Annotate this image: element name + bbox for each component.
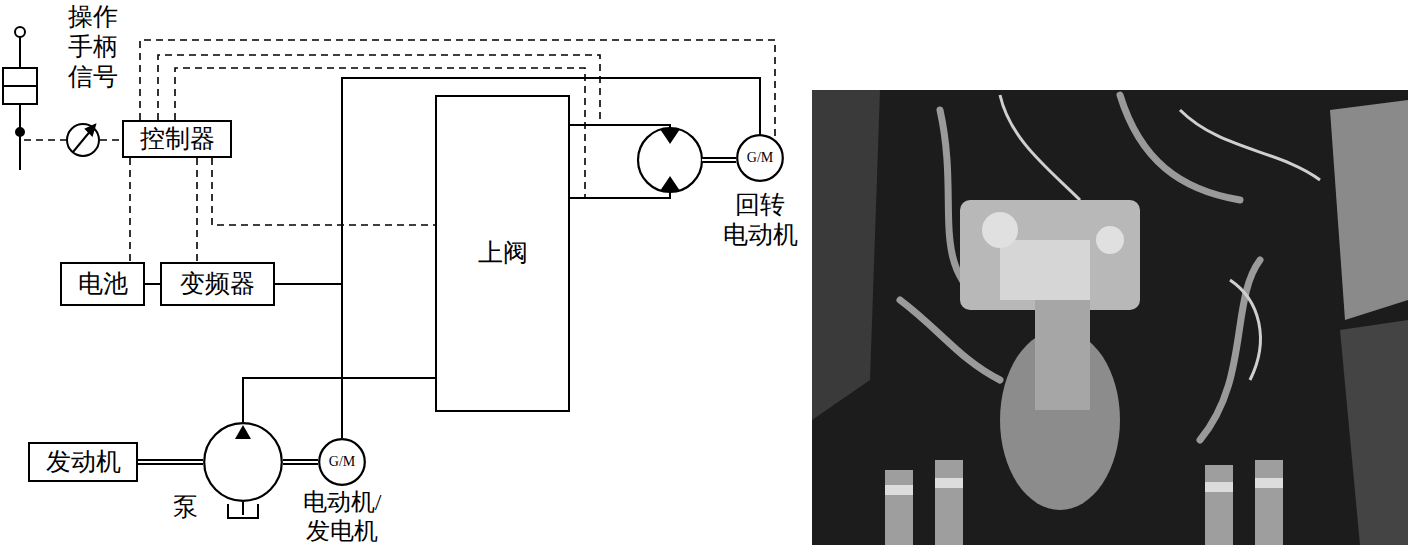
shaft-line [138, 459, 203, 465]
shaft-core [283, 461, 318, 463]
battery-box: 电池 [60, 262, 145, 306]
signal-line [196, 158, 198, 262]
part-name: 泵 [169, 492, 201, 522]
node-label: 变频器 [180, 270, 255, 299]
node-label: G/M [747, 150, 773, 166]
inverter-box: 变频器 [160, 262, 275, 306]
motor-shaft [702, 160, 736, 161]
circle-border [319, 439, 365, 485]
hydraulic-motor-symbol [638, 128, 702, 192]
signal-line [212, 158, 435, 225]
part-name: 回转 电动机 [710, 190, 810, 250]
shaft-line [283, 459, 318, 465]
node-label: 上阀 [478, 239, 528, 268]
signal-label: 操作 手柄 信号 [68, 2, 124, 92]
pump-arrow [235, 425, 251, 439]
circle-border [204, 423, 282, 501]
power-line [275, 284, 342, 438]
part-name: 电动机/ 发电机 [290, 488, 394, 546]
node-label: 控制器 [140, 125, 215, 154]
circle-outline [203, 422, 283, 502]
swing-motor-circle: G/M回转 电动机 [736, 134, 784, 182]
node-label: G/M [329, 454, 355, 470]
joystick-symbol [3, 27, 37, 170]
node-label: 发动机 [46, 448, 121, 477]
node-label: 电池 [78, 270, 128, 299]
pump-symbol-details [228, 502, 258, 518]
power-line [243, 378, 435, 422]
controller-box: 控制器 [122, 120, 232, 158]
circle-border [737, 135, 783, 181]
valve-block: 上阀 [435, 95, 570, 412]
machine-photo [812, 90, 1408, 545]
shaft-core [138, 461, 203, 463]
pump-circle: 泵 [203, 422, 283, 502]
engine-box: 发动机 [28, 442, 138, 482]
pressure-gauge [67, 124, 99, 156]
signal-line [129, 158, 131, 262]
generator-circle: G/M电动机/ 发电机 [318, 438, 366, 486]
power-line [145, 283, 160, 285]
